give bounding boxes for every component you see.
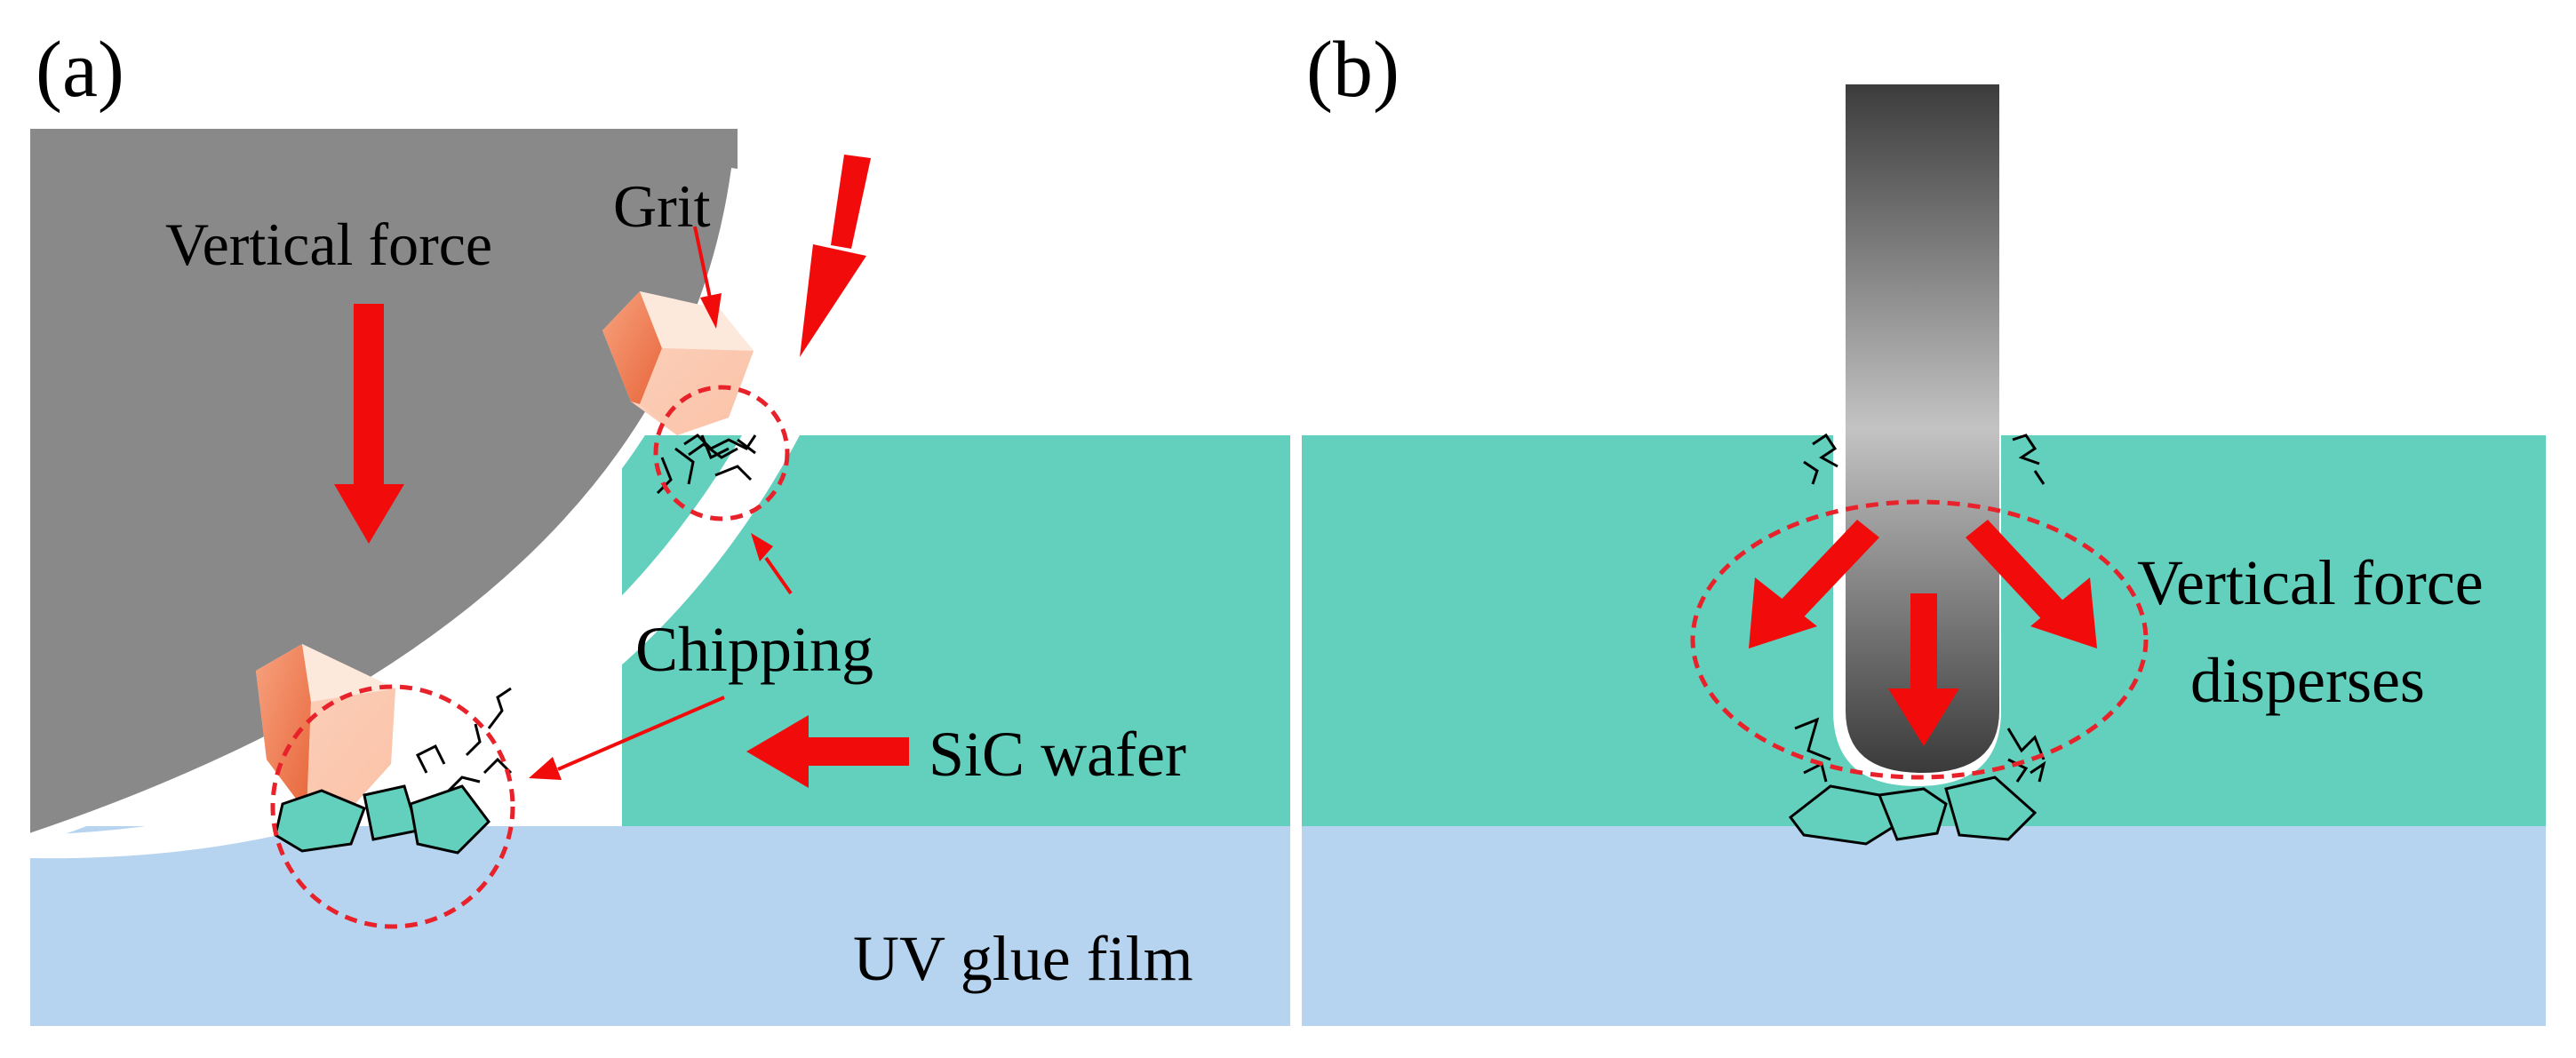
sic-wafer-label: SiC wafer xyxy=(929,719,1186,790)
chipping-highlight-bottom xyxy=(270,684,515,929)
blade-gap-a xyxy=(30,435,800,859)
force-arrow-down-b xyxy=(1888,593,1959,746)
force-disperses-line1: Vertical force xyxy=(2137,547,2484,618)
vertical-force-label-a: Vertical force xyxy=(165,211,492,278)
top-chipping-a xyxy=(683,434,757,459)
uv-glue-film-label: UV glue film xyxy=(853,923,1193,994)
grit-label: Grit xyxy=(613,172,711,240)
panel-b: (b) Vertical force disperses xyxy=(1302,26,2546,1026)
chipping-pointer-top xyxy=(751,533,793,595)
grit-bottom-icon xyxy=(256,644,395,813)
uv-glue-film-layer-a xyxy=(30,826,1297,1026)
force-dispersion-highlight xyxy=(1690,499,2149,780)
chipping-fragments-a xyxy=(274,784,490,855)
force-arrow-left-b xyxy=(1749,520,1879,648)
chipping-fragments-b xyxy=(1788,776,2038,846)
force-disperses-line2: disperses xyxy=(2190,645,2425,716)
force-arrow-right-b xyxy=(1966,520,2097,648)
crack-lines-a xyxy=(415,434,756,792)
panel-a: (a) Vertical force Grit Chipping SiC waf… xyxy=(28,26,1297,1026)
vertical-force-arrow-a xyxy=(334,304,404,544)
panel-a-label: (a) xyxy=(36,26,124,114)
chipping-highlight-top xyxy=(653,385,790,521)
uv-glue-film-layer-b xyxy=(1302,826,2546,1026)
chipping-label: Chipping xyxy=(635,614,873,685)
sic-wafer-arrow xyxy=(746,715,909,788)
feed-arrow-a xyxy=(800,155,871,357)
chipping-pointer-bottom xyxy=(529,696,725,780)
cutting-tool-b xyxy=(1846,84,1999,773)
panel-divider xyxy=(1290,434,1297,1029)
panel-b-label: (b) xyxy=(1306,26,1400,114)
grit-pointer xyxy=(693,226,722,329)
